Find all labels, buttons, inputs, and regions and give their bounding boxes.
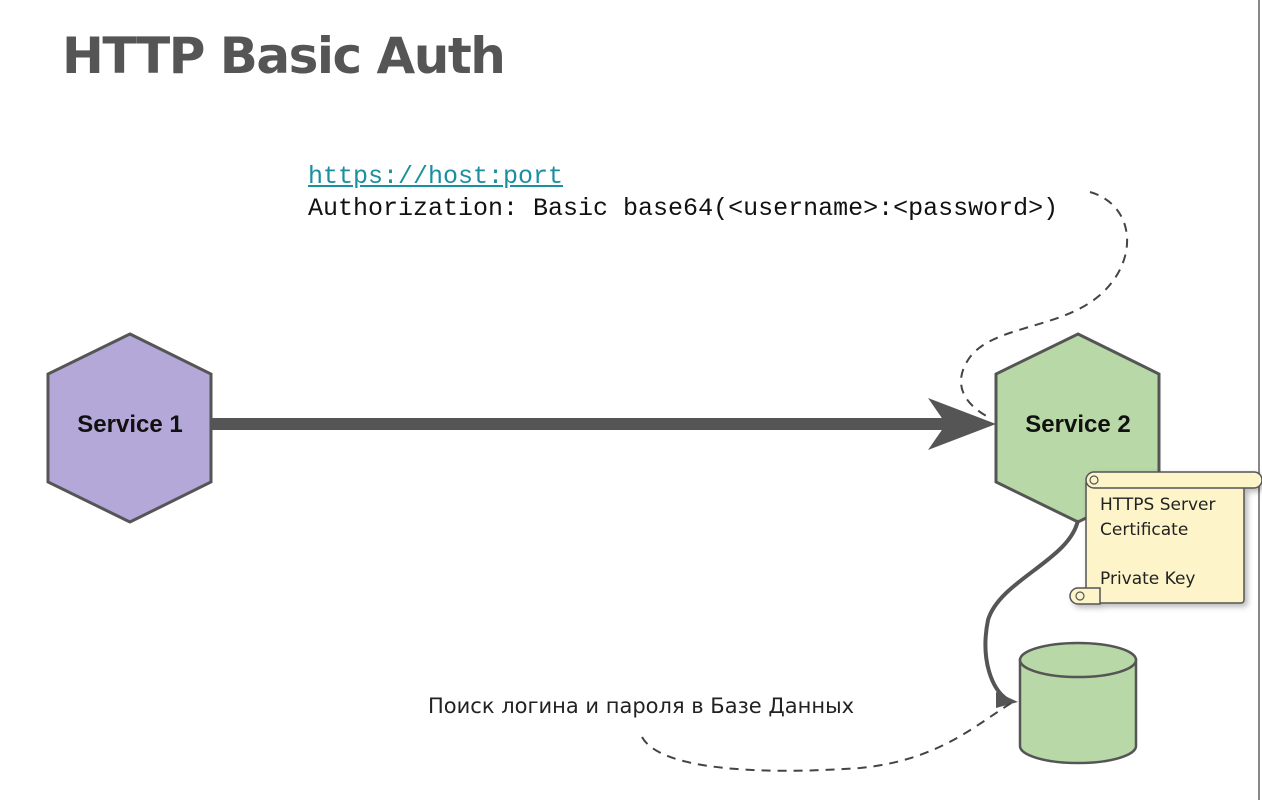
service1-hexagon <box>46 332 213 524</box>
certificate-line-1: HTTPS Server <box>1100 495 1216 515</box>
service1-label: Service 1 <box>77 411 182 438</box>
database-lookup-note: Поиск логина и пароля в Базе Данных <box>428 694 855 718</box>
certificate-scroll <box>1069 471 1262 605</box>
header-to-service2-connector <box>959 191 1129 419</box>
certificate-text: HTTPS Server Certificate Private Key <box>1100 493 1240 592</box>
certificate-line-3: Private Key <box>1100 569 1196 589</box>
database-arrowhead <box>996 692 1018 708</box>
request-arrowhead <box>928 398 996 450</box>
page-title: HTTP Basic Auth <box>62 27 506 85</box>
request-url: https://host:port <box>308 162 564 191</box>
slide-right-border <box>1258 0 1260 800</box>
note-to-database-connector <box>641 699 1017 772</box>
certificate-line-2: Certificate <box>1100 520 1189 540</box>
authorization-header: Authorization: Basic base64(<username>:<… <box>308 194 1059 223</box>
database-cylinder <box>1018 641 1138 765</box>
service2-to-database-connector <box>983 519 1080 702</box>
service2-label: Service 2 <box>1025 411 1130 438</box>
